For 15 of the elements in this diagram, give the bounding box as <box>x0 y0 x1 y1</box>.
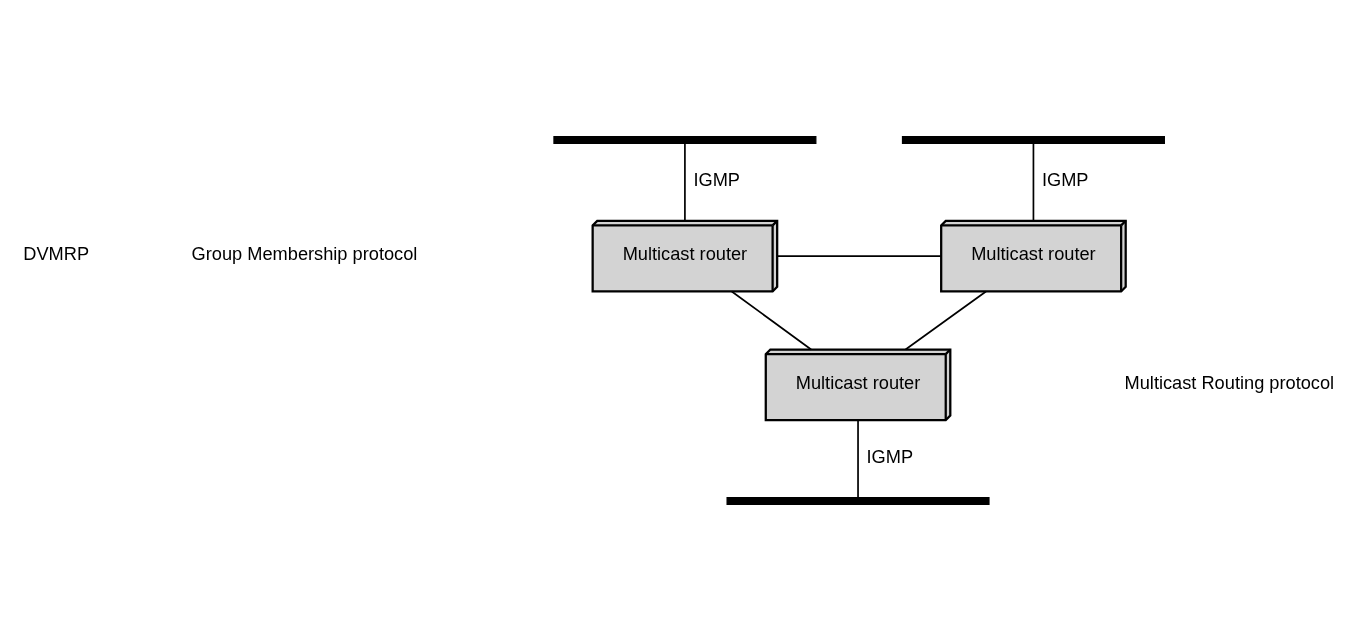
label: Group Membership protocol <box>191 243 418 264</box>
connector <box>776 254 942 257</box>
connector <box>904 290 987 350</box>
label: DVMRP <box>23 243 90 264</box>
connector <box>1032 142 1035 222</box>
edge-label: IGMP <box>693 169 740 190</box>
connector <box>684 142 686 222</box>
label: Multicast Routing protocol <box>1124 372 1335 393</box>
node-bar <box>901 135 1165 144</box>
connector <box>857 418 859 498</box>
edge-label: IGMP <box>1041 169 1089 190</box>
node-bar <box>726 496 990 505</box>
node-bar <box>553 135 817 144</box>
edge-label: IGMP <box>866 446 913 467</box>
connector <box>730 290 812 350</box>
